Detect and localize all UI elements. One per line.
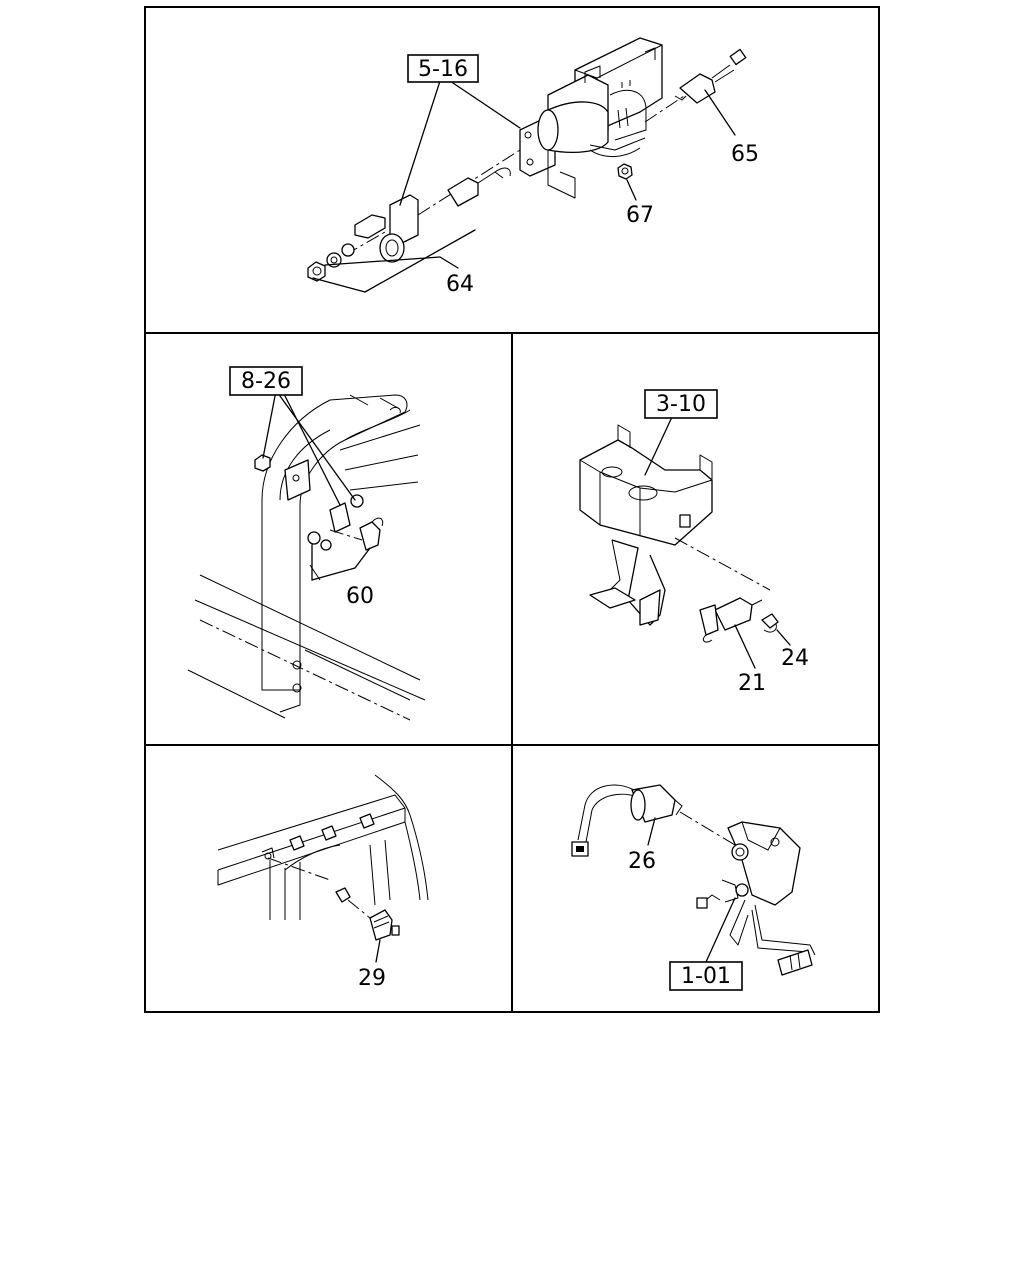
pedal-bracket xyxy=(579,424,771,626)
callout-21: 21 xyxy=(738,671,766,696)
ref-box-3-10 xyxy=(644,389,718,419)
switch-26 xyxy=(571,784,741,857)
clip-24 xyxy=(761,613,791,646)
callout-26: 26 xyxy=(628,849,656,874)
panel-bottom-right: 1-01 26 xyxy=(571,784,816,991)
panel-top: 5-16 65 67 64 xyxy=(307,37,759,297)
steering-column-housing xyxy=(519,37,663,199)
callout-67: 67 xyxy=(626,203,654,228)
switch-21 xyxy=(699,597,763,669)
panel-middle-right: 3-10 24 21 xyxy=(579,389,809,696)
callout-64: 64 xyxy=(446,272,474,297)
switch-29 xyxy=(267,857,400,963)
callout-65: 65 xyxy=(731,142,759,167)
cab-rear-panel xyxy=(217,774,429,920)
nut-67 xyxy=(617,163,637,201)
ref-box-1-01 xyxy=(669,961,743,991)
callout-60: 60 xyxy=(346,584,374,609)
ref-box-5-16 xyxy=(407,54,479,83)
ref-label-3-10: 3-10 xyxy=(656,392,706,417)
panel-middle-left: 8-26 60 xyxy=(187,366,426,721)
ref-box-8-26 xyxy=(229,366,303,396)
callout-24: 24 xyxy=(781,646,809,671)
panel-bottom-left: 29 xyxy=(217,774,429,991)
switch-assembly-64 xyxy=(307,149,521,293)
ref-label-1-01: 1-01 xyxy=(681,964,731,989)
switch-60 xyxy=(254,454,384,581)
callout-29: 29 xyxy=(358,966,386,991)
door-pillar xyxy=(187,394,426,721)
ref-label-5-16: 5-16 xyxy=(418,57,468,82)
switch-65 xyxy=(644,48,747,136)
diagram-frame xyxy=(144,6,880,1013)
parking-brake-bracket xyxy=(696,821,816,976)
ref-label-8-26: 8-26 xyxy=(241,369,291,394)
